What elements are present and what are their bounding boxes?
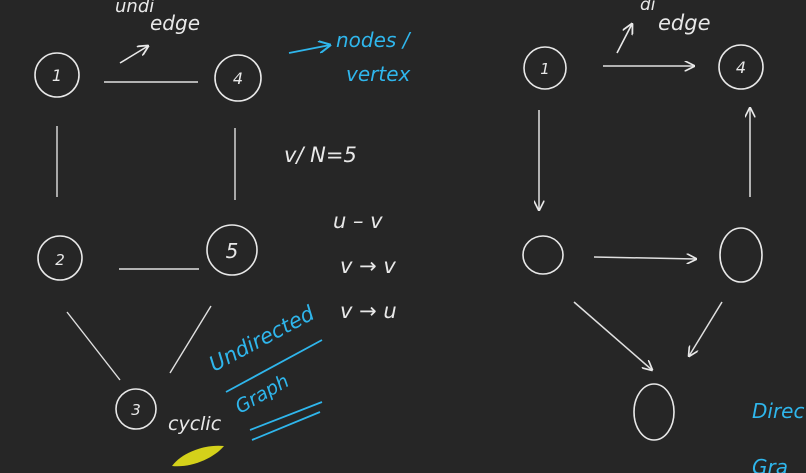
node-r1-label: 1	[540, 60, 550, 78]
nodes-label: nodes /	[336, 28, 412, 52]
node-4-label: 4	[233, 69, 243, 88]
cyclic-highlight	[172, 445, 224, 467]
undirected-edge-word1: undi	[115, 0, 154, 17]
directed-edge-pointer	[616, 24, 632, 54]
node-4: 4	[214, 54, 262, 102]
left-graph: 1 4 2 5 3 undi edge nodes / vertex v/ N=…	[34, 0, 412, 467]
graph-word-label: Graph	[232, 370, 293, 418]
edge-ra-rc	[573, 301, 652, 370]
notation-v-to-u: v → u	[340, 299, 397, 323]
node-1: 1	[34, 52, 80, 98]
notation-undirected: u – v	[333, 209, 383, 233]
notation-v-to-v: v → v	[340, 254, 396, 278]
undirected-edge-word2: edge	[150, 11, 200, 35]
graph-type-underline	[225, 339, 323, 393]
graph-type-partial: Direc	[752, 399, 804, 423]
cyclic-label: cyclic	[168, 413, 222, 435]
edge-ra-rb	[593, 257, 696, 259]
edge-2-3	[66, 311, 121, 381]
edge-rb-rc	[689, 301, 723, 356]
graph-word-underline-1	[249, 401, 323, 431]
node-rb	[719, 227, 763, 283]
node-5: 5	[206, 224, 258, 276]
graph-type-label: Undirected	[205, 301, 319, 377]
right-graph: 1 4 di edge Direc Gra	[522, 0, 804, 473]
directed-edge-word2: edge	[658, 11, 711, 35]
node-ra	[522, 235, 564, 275]
nodes-pointer-arrow	[288, 45, 330, 54]
node-3-label: 3	[131, 401, 141, 419]
node-count: v/ N=5	[284, 143, 357, 167]
node-r4: 4	[718, 44, 764, 90]
vertex-label: vertex	[346, 62, 411, 86]
edge-5-3	[169, 305, 212, 374]
directed-edge-word1: di	[640, 0, 656, 15]
node-5-label: 5	[226, 239, 239, 263]
node-r4-label: 4	[736, 58, 746, 77]
node-1-label: 1	[52, 66, 62, 85]
graph-word-underline-2	[251, 411, 321, 441]
node-r1: 1	[523, 46, 567, 90]
node-2: 2	[37, 235, 83, 281]
bottom-partial: Gra	[752, 455, 788, 473]
node-2-label: 2	[55, 251, 65, 269]
undirected-edge-pointer	[119, 46, 148, 64]
node-rc	[633, 383, 675, 441]
node-3: 3	[115, 388, 157, 430]
